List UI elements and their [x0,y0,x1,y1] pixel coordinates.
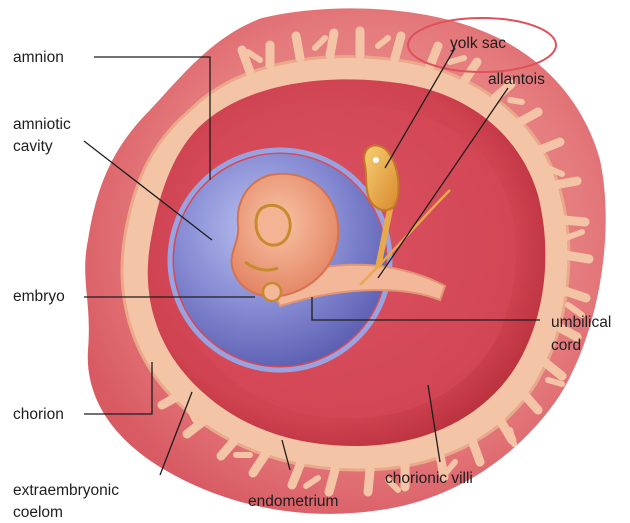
label-umbilical-cord-line2: cord [551,336,581,356]
label-yolk-sac: yolk sac [450,34,506,54]
label-allantois: allantois [488,70,545,90]
label-chorionic-villi: chorionic villi [385,469,473,489]
label-amniotic-cavity-line2: cavity [13,137,53,157]
label-extraembryonic-coelom-line1: extraembryonic [13,481,119,501]
label-embryo: embryo [13,287,65,307]
label-chorion: chorion [13,405,64,425]
label-amniotic-cavity-line1: amniotic [13,115,71,135]
label-extraembryonic-coelom-line2: coelom [13,503,63,523]
label-amnion: amnion [13,48,64,68]
label-endometrium: endometrium [248,492,338,512]
label-umbilical-cord-line1: umbilical [551,313,611,333]
